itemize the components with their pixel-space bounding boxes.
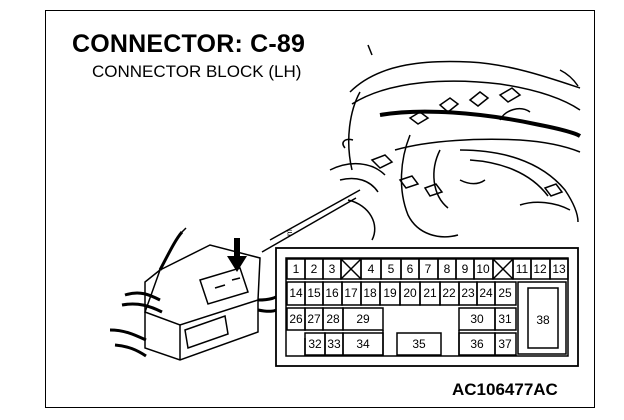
connector-block-illustration (109, 227, 282, 361)
pin-labels: 1 2 3 4 5 6 7 8 9 10 11 12 13 14 15 16 1… (289, 262, 566, 351)
pin-label: 24 (479, 286, 493, 300)
connector-pinout-table (275, 247, 579, 367)
connector-subtitle: CONNECTOR BLOCK (LH) (92, 62, 302, 81)
svg-text:m: m (285, 229, 294, 236)
pin-label: 7 (425, 262, 432, 276)
pin-label: 23 (461, 286, 475, 300)
pin-label: 11 (516, 262, 529, 276)
pin-label: 19 (383, 286, 397, 300)
pin-label: 12 (533, 262, 547, 276)
pin-label: 1 (293, 262, 300, 276)
pin-label: 28 (326, 312, 340, 326)
dashboard-illustration (329, 44, 582, 241)
leader-line (261, 189, 361, 253)
pin-label: 20 (403, 286, 417, 300)
pin-label: 4 (368, 262, 375, 276)
pin-label: 26 (289, 312, 303, 326)
pin-label: 14 (289, 286, 303, 300)
pin-label: 6 (407, 262, 414, 276)
pin-label: 25 (498, 286, 512, 300)
connector-title: CONNECTOR: C-89 (72, 30, 306, 58)
pin-label: 32 (308, 337, 322, 351)
pin-label: 18 (363, 286, 377, 300)
pin-label: 35 (412, 337, 426, 351)
pin-label: 31 (498, 312, 512, 326)
pin-label: 22 (442, 286, 456, 300)
pin-label: 33 (327, 337, 341, 351)
pin-label: 2 (311, 262, 318, 276)
pin-label: 10 (476, 262, 490, 276)
pin-label: 9 (462, 262, 469, 276)
pin-label: 16 (325, 286, 339, 300)
pin-label: 5 (388, 262, 395, 276)
pin-label: 15 (307, 286, 321, 300)
pin-label: 8 (444, 262, 451, 276)
figure-frame (45, 10, 595, 408)
down-arrow-icon (227, 238, 247, 272)
pin-label: 36 (470, 337, 484, 351)
pin-label: 17 (344, 286, 358, 300)
pin-label: 38 (536, 313, 550, 327)
pin-label: 37 (498, 337, 512, 351)
figure-id: AC106477AC (452, 380, 558, 399)
pin-label: 21 (423, 286, 437, 300)
pin-label: 13 (552, 262, 566, 276)
pin-label: 3 (329, 262, 336, 276)
pin-label: 30 (470, 312, 484, 326)
pin-label: 27 (307, 312, 321, 326)
pin-label: 29 (356, 312, 370, 326)
pin-label: 34 (356, 337, 370, 351)
